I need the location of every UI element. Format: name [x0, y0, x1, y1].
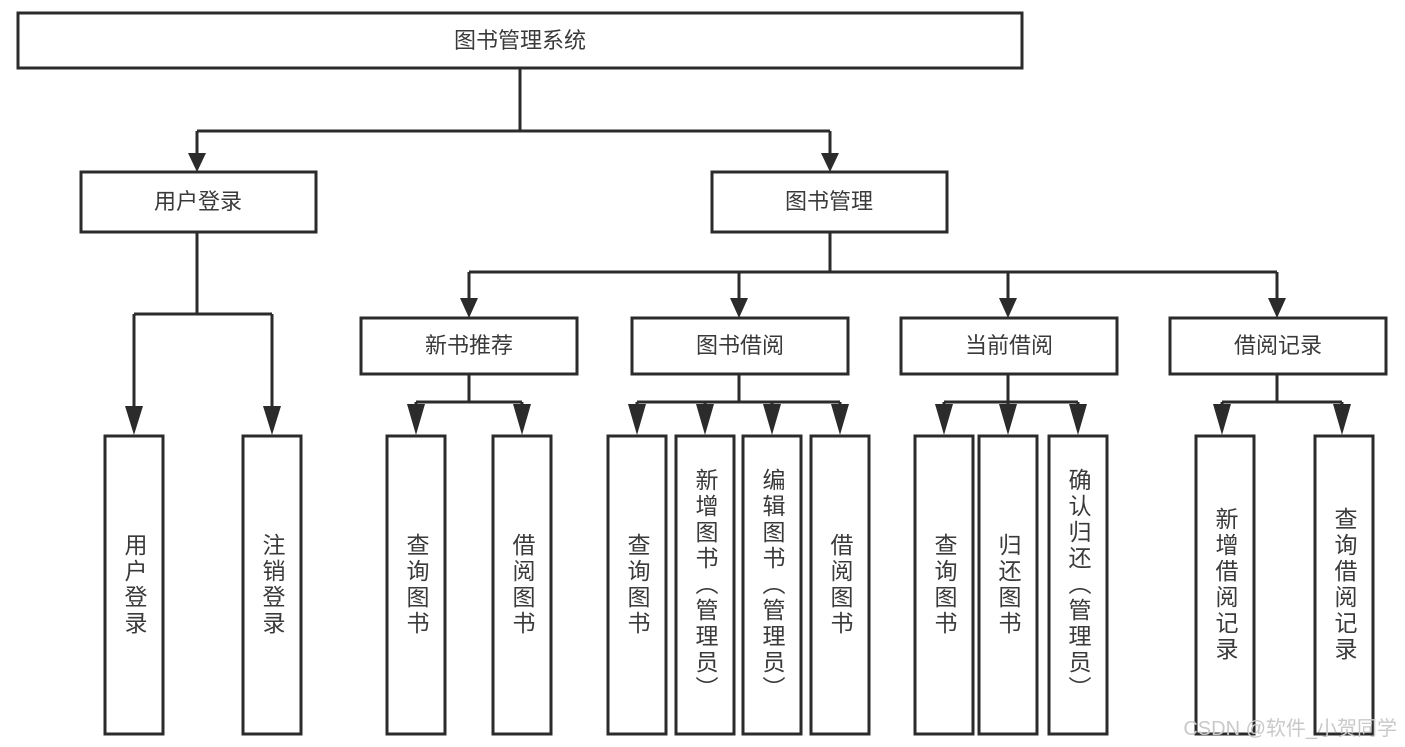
- leaf-records-add-record-box[interactable]: [1194, 434, 1256, 736]
- leaf-user-login-logout-label: 注销登录: [259, 533, 286, 637]
- leaf-current-confirm-return[interactable]: 确认归还（管理员）: [1047, 434, 1109, 736]
- leaf-recommend-query-book[interactable]: 查询图书: [385, 434, 447, 736]
- node-new-book-recommend[interactable]: 新书推荐: [359, 316, 579, 376]
- leaf-records-query-record-label: 查询借阅记录: [1331, 507, 1358, 663]
- arrow-current-c3: [1069, 404, 1087, 435]
- leaf-borrow-edit-book[interactable]: 编辑图书（管理员）: [741, 434, 803, 736]
- node-user-login-label: 用户登录: [154, 189, 242, 214]
- leaf-user-login-login-box[interactable]: [103, 434, 165, 736]
- leaf-records-query-record[interactable]: 查询借阅记录: [1313, 434, 1375, 736]
- node-current-borrow[interactable]: 当前借阅: [899, 316, 1119, 376]
- leaf-user-login-logout-box[interactable]: [241, 434, 303, 736]
- arrow-root-to-book-mgmt: [821, 153, 839, 172]
- arrow-root-to-user-login: [188, 153, 206, 172]
- node-borrow-records-box[interactable]: [1168, 316, 1388, 376]
- leaf-current-query-book-box[interactable]: [913, 434, 975, 736]
- node-new-book-recommend-box[interactable]: [359, 316, 579, 376]
- arrow-records-c1: [1213, 404, 1231, 435]
- connectors-group: [125, 68, 1351, 435]
- arrow-borrow-c1: [628, 404, 646, 435]
- leaf-recommend-borrow-book-label: 借阅图书: [509, 533, 536, 637]
- node-borrow-records-label: 借阅记录: [1234, 333, 1322, 358]
- leaf-current-query-book[interactable]: 查询图书: [913, 434, 975, 736]
- arrow-book-mgmt-c1: [460, 298, 478, 318]
- leaf-current-query-book-label: 查询图书: [931, 533, 958, 637]
- node-book-management[interactable]: 图书管理: [710, 170, 949, 234]
- leaf-user-login-login[interactable]: 用户登录: [103, 434, 165, 736]
- leaf-records-query-record-box[interactable]: [1313, 434, 1375, 736]
- leaf-borrow-query-book-label: 查询图书: [624, 533, 651, 637]
- leaf-borrow-edit-book-box[interactable]: [741, 434, 803, 736]
- leaf-borrow-add-book-label: 新增图书（管理员）: [692, 468, 719, 702]
- node-borrow-records[interactable]: 借阅记录: [1168, 316, 1388, 376]
- node-book-borrow-label: 图书借阅: [696, 333, 784, 358]
- node-user-login[interactable]: 用户登录: [79, 170, 318, 234]
- leaf-user-login-logout[interactable]: 注销登录: [241, 434, 303, 736]
- node-current-borrow-box[interactable]: [899, 316, 1119, 376]
- node-root-label: 图书管理系统: [454, 28, 586, 53]
- leaf-borrow-query-book[interactable]: 查询图书: [606, 434, 668, 736]
- node-root[interactable]: 图书管理系统: [16, 11, 1024, 70]
- arrow-book-mgmt-c3: [999, 298, 1017, 318]
- leaf-borrow-add-book-box[interactable]: [674, 434, 736, 736]
- arrow-book-mgmt-c2: [730, 298, 748, 318]
- leaf-recommend-borrow-book[interactable]: 借阅图书: [491, 434, 553, 736]
- arrow-records-c2: [1333, 404, 1351, 435]
- arrow-current-c1: [935, 404, 953, 435]
- leaf-borrow-query-book-box[interactable]: [606, 434, 668, 736]
- node-book-management-box[interactable]: [710, 170, 949, 234]
- arrow-user-login-c2: [263, 406, 281, 435]
- node-new-book-recommend-label: 新书推荐: [425, 333, 513, 358]
- leaf-current-return-book[interactable]: 归还图书: [977, 434, 1039, 736]
- leaf-current-confirm-return-box[interactable]: [1047, 434, 1109, 736]
- arrow-recommend-c2: [513, 404, 531, 435]
- leaf-borrow-borrow-book[interactable]: 借阅图书: [809, 434, 871, 736]
- arrow-borrow-c3: [763, 404, 781, 435]
- leaf-recommend-borrow-book-box[interactable]: [491, 434, 553, 736]
- leaf-current-confirm-return-label: 确认归还（管理员）: [1065, 468, 1092, 702]
- leaf-recommend-query-book-label: 查询图书: [403, 533, 430, 637]
- leaf-borrow-borrow-book-box[interactable]: [809, 434, 871, 736]
- arrow-book-mgmt-c4: [1268, 298, 1286, 318]
- arrow-recommend-c1: [407, 404, 425, 435]
- leaf-records-add-record-label: 新增借阅记录: [1212, 507, 1239, 663]
- leaf-borrow-edit-book-label: 编辑图书（管理员）: [759, 468, 786, 702]
- leaf-user-login-login-label: 用户登录: [121, 533, 148, 637]
- leaf-records-add-record[interactable]: 新增借阅记录: [1194, 434, 1256, 736]
- arrow-current-c2: [999, 404, 1017, 435]
- node-book-management-label: 图书管理: [785, 189, 873, 214]
- node-root-box[interactable]: [16, 11, 1024, 70]
- leaf-recommend-query-book-box[interactable]: [385, 434, 447, 736]
- leaf-borrow-add-book[interactable]: 新增图书（管理员）: [674, 434, 736, 736]
- node-user-login-box[interactable]: [79, 170, 318, 234]
- leaf-current-return-book-label: 归还图书: [995, 533, 1022, 637]
- node-book-borrow[interactable]: 图书借阅: [630, 316, 850, 376]
- arrow-borrow-c4: [831, 404, 849, 435]
- leaf-current-return-book-box[interactable]: [977, 434, 1039, 736]
- node-current-borrow-label: 当前借阅: [965, 333, 1053, 358]
- arrow-user-login-c1: [125, 406, 143, 435]
- node-book-borrow-box[interactable]: [630, 316, 850, 376]
- leaf-borrow-borrow-book-label: 借阅图书: [827, 533, 854, 637]
- arrow-borrow-c2: [696, 404, 714, 435]
